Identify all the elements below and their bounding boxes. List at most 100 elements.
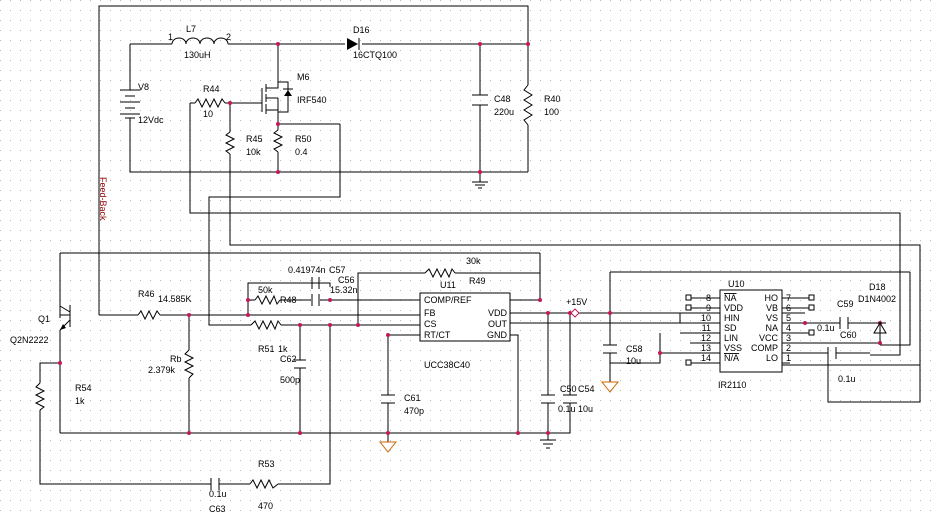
u10-pin-number: 6 [786, 303, 791, 313]
resistor-r50[interactable] [272, 129, 284, 153]
d16-value: 16CTQ100 [353, 50, 397, 60]
l7-value: 130uH [184, 50, 211, 60]
u10-pin-number: 12 [701, 333, 711, 343]
capacitor-c50[interactable] [541, 394, 555, 404]
rb-value: 2.379k [148, 365, 176, 375]
c48-value: 220u [494, 107, 514, 117]
capacitor-c62[interactable] [294, 359, 306, 369]
m6-value: IRF540 [297, 95, 327, 105]
resistor-rb[interactable] [183, 349, 195, 379]
c50-ref: C50 [560, 384, 577, 394]
ground-bottom [540, 439, 556, 449]
c60-value: 0.1u [838, 374, 856, 384]
resistor-r44[interactable] [194, 97, 226, 109]
r48-value: 50k [258, 285, 273, 295]
capacitor-c59[interactable] [839, 317, 849, 329]
u10-pin-number: 9 [706, 303, 711, 313]
u11-pin-comp-ref: COMP/REF [424, 295, 472, 305]
u10-pin-name: SD [724, 323, 737, 333]
u11-pin-gnd: GND [487, 330, 508, 340]
capacitor-c58[interactable] [603, 344, 617, 354]
c62-value: 500p [280, 375, 300, 385]
resistor-r48[interactable] [254, 294, 281, 306]
resistor-r53[interactable] [249, 478, 279, 490]
diode-d16[interactable] [347, 38, 360, 50]
u10-pin-name: VSS [724, 343, 742, 353]
u10-pin-name: N/A [724, 353, 739, 363]
labels: L7 1 2 130uH D16 16CTQ100 V8 12Vdc M6 IR… [10, 24, 896, 514]
supply-net-label: +15V [566, 297, 587, 307]
q1-value: Q2N2222 [10, 335, 49, 345]
u11-pin-cs: CS [424, 319, 437, 329]
supply-15v-marker [570, 308, 580, 318]
wires [39, 5, 921, 485]
l7-pin2: 2 [226, 32, 231, 42]
u10-pin-name: HIN [724, 313, 740, 323]
r50-ref: R50 [295, 134, 312, 144]
capacitor-c60[interactable] [827, 347, 837, 359]
c54-ref: C54 [578, 384, 595, 394]
d18-value: D1N4002 [858, 294, 896, 304]
c61-value: 470p [404, 406, 424, 416]
capacitor-c48[interactable] [472, 94, 488, 106]
u10-part: IR2110 [718, 380, 746, 390]
r46-value: 14.585K [158, 294, 192, 304]
capacitor-c63[interactable] [205, 478, 225, 490]
u10-pin-name: HO [765, 293, 779, 303]
feedback-net-label: Feed-Back [98, 177, 108, 221]
u10-pin-number: 7 [786, 293, 791, 303]
r50-value: 0.4 [295, 147, 308, 157]
transistor-q1[interactable] [59, 305, 71, 338]
diode-d18[interactable] [873, 322, 887, 334]
u10-pin-name: NA [724, 293, 737, 303]
r51-ref: R51 [258, 344, 275, 354]
c57-ref: C57 [329, 265, 346, 275]
resistor-r45[interactable] [224, 131, 236, 155]
c63-ref: C63 [209, 504, 226, 514]
c56-ref: C56 [338, 275, 355, 285]
r53-ref: R53 [258, 459, 275, 469]
capacitor-c54[interactable] [563, 394, 577, 404]
junctions [58, 42, 882, 435]
r49-value: 30k [466, 256, 481, 266]
capacitor-c57[interactable] [311, 277, 320, 289]
u11-pin-vdd: VDD [488, 308, 508, 318]
u10-ref: U10 [728, 279, 745, 289]
resistor-r54[interactable] [34, 382, 46, 411]
c58-ref: C58 [626, 344, 643, 354]
u10-pin-name: LIN [724, 333, 738, 343]
resistor-r51[interactable] [250, 319, 282, 331]
r40-ref: R40 [544, 94, 561, 104]
mosfet-m6[interactable] [261, 81, 293, 114]
u10-pin-number: 1 [786, 353, 791, 363]
ic-u10[interactable] [685, 289, 815, 373]
inductor-l7[interactable] [171, 37, 229, 45]
r48-ref: R48 [280, 295, 297, 305]
c54-value: 10u [578, 404, 593, 414]
u10-pin-number: 4 [786, 323, 791, 333]
resistor-r40[interactable] [523, 84, 533, 126]
resistor-r49[interactable] [424, 267, 456, 279]
c60-ref: C60 [840, 330, 857, 340]
u10-pin-number: 2 [786, 343, 791, 353]
u11-pin-fb: FB [424, 308, 436, 318]
u11-part: UCC38C40 [424, 360, 470, 370]
c56-value: 15.32n [330, 285, 358, 295]
r44-value: 10 [203, 109, 213, 119]
ic-u11[interactable] [418, 292, 511, 342]
r53-value: 470 [258, 501, 273, 511]
capacitor-c56[interactable] [311, 294, 320, 306]
u10-pin-number: 3 [786, 333, 791, 343]
l7-pin1: 1 [168, 32, 173, 42]
r44-ref: R44 [203, 84, 220, 94]
battery-v8[interactable] [120, 89, 140, 119]
rb-ref: Rb [170, 354, 182, 364]
u10-pin-number: 8 [706, 293, 711, 303]
r45-value: 10k [246, 147, 261, 157]
resistor-r46[interactable] [137, 309, 161, 321]
c59-value: 0.1u [817, 323, 835, 333]
u10-pin-name: VS [766, 313, 778, 323]
capacitor-c61[interactable] [381, 394, 395, 404]
r54-ref: R54 [75, 383, 92, 393]
